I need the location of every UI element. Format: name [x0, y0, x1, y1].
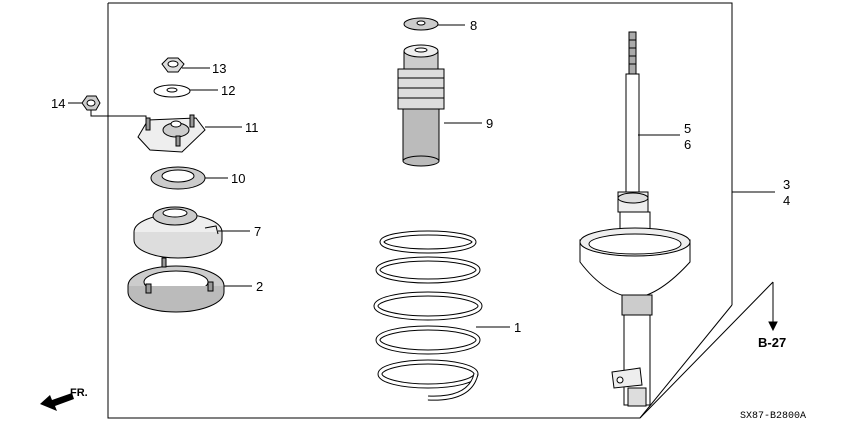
- callout-labels: 8 13 12 14 11 10 7 2 9 1 5 6 3 4: [51, 18, 790, 335]
- upper-mount-11: [137, 114, 206, 153]
- drawing-code: SX87-B2800A: [740, 411, 806, 422]
- callout-8: 8: [470, 18, 477, 33]
- washer-12: [153, 84, 191, 98]
- callout-6: 6: [684, 137, 691, 152]
- callout-3: 3: [783, 177, 790, 192]
- callout-4: 4: [783, 193, 790, 208]
- washer-8: [403, 17, 439, 31]
- bearing-10: [150, 166, 206, 190]
- bump-stop-9: [397, 44, 445, 167]
- callout-11: 11: [245, 120, 259, 135]
- coil-spring-1: [373, 230, 483, 401]
- spring-seat-7: [133, 206, 223, 259]
- callout-2: 2: [256, 279, 263, 294]
- callout-14: 14: [51, 96, 65, 111]
- callout-9: 9: [486, 116, 493, 131]
- nut-14: [81, 95, 101, 111]
- callout-1: 1: [514, 320, 521, 335]
- callout-7: 7: [254, 224, 261, 239]
- assembly-frame: [107, 2, 733, 419]
- spring-seat-2: [127, 257, 225, 313]
- shock-absorber-5-6: [579, 31, 691, 407]
- callout-5: 5: [684, 121, 691, 136]
- leader-lines: [68, 24, 778, 419]
- callout-12: 12: [221, 83, 235, 98]
- callout-10: 10: [231, 171, 245, 186]
- reference-link[interactable]: B-27: [758, 335, 786, 350]
- front-arrow-icon: [40, 393, 74, 411]
- callout-13: 13: [212, 61, 226, 76]
- nut-13: [161, 57, 185, 73]
- front-label: FR.: [70, 387, 88, 399]
